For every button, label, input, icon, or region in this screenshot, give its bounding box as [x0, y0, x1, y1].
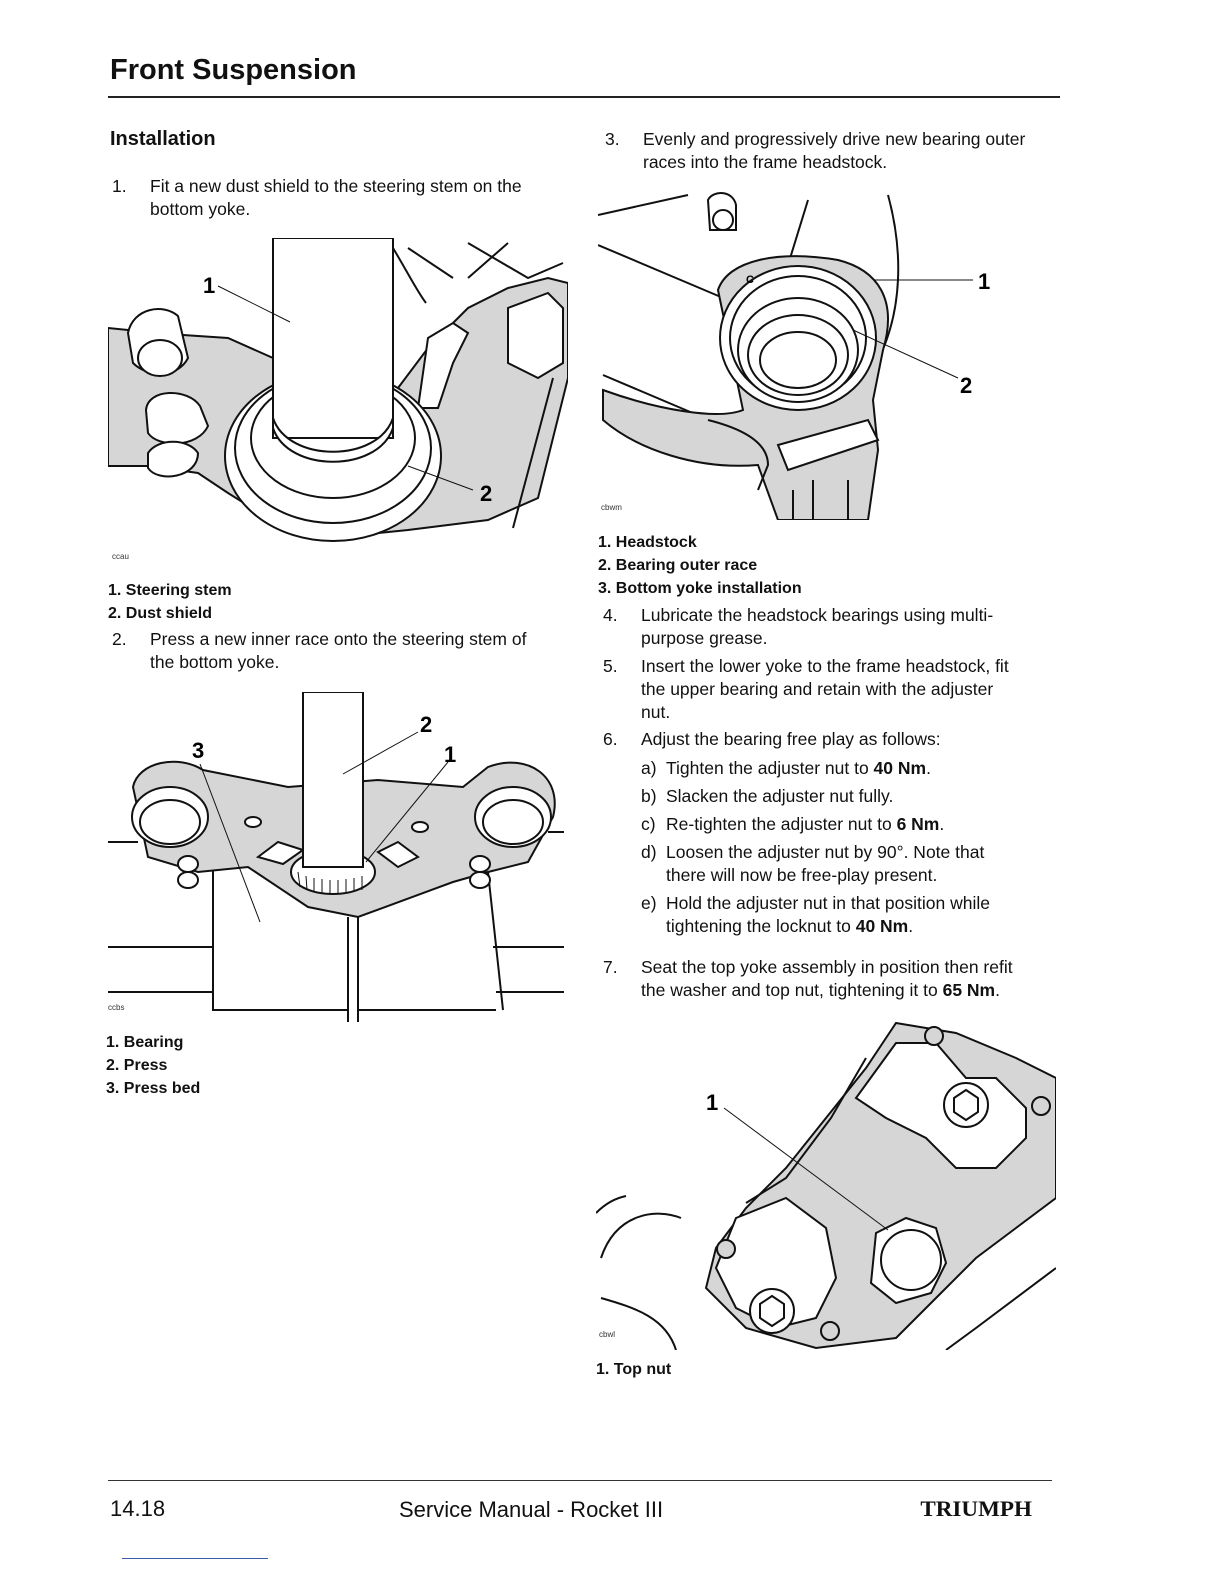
figure-top-nut: 1 — [596, 1021, 1056, 1350]
step-text-line: Seat the top yoke assembly in position t… — [641, 957, 1013, 977]
brand-logo: TRIUMPH — [920, 1496, 1032, 1521]
substep-letter: c) — [641, 814, 656, 834]
torque-value: 65 Nm — [942, 980, 996, 1000]
legend-item: 1. Headstock — [598, 534, 697, 551]
substep-e: e) Hold the adjuster nut in that positio… — [641, 892, 1061, 942]
substep-text: tightening the locknut to 40 Nm. — [666, 916, 914, 936]
legend-item: 3. Bottom yoke installation — [598, 580, 802, 597]
figure-callout: 1 — [444, 742, 456, 767]
step-4: 4. Lubricate the headstock bearings usin… — [603, 604, 1063, 654]
figure-callout: 1 — [203, 273, 215, 298]
step-3: 3. Evenly and progressively drive new be… — [605, 128, 1065, 178]
step-2: 2. Press a new inner race onto the steer… — [112, 628, 572, 678]
substep-b: b) Slacken the adjuster nut fully. — [641, 785, 1061, 811]
substep-text: Hold the adjuster nut in that position w… — [666, 893, 990, 913]
step-number: 1. — [112, 176, 127, 196]
step-text-line: bottom yoke. — [150, 199, 251, 219]
legend-item: 2. Bearing outer race — [598, 557, 758, 574]
page-edge-line — [122, 1558, 268, 1559]
figure-callout: 2 — [420, 712, 432, 737]
step-number: 5. — [603, 656, 618, 676]
legend-item: 1. Top nut — [596, 1361, 672, 1378]
substep-letter: e) — [641, 893, 657, 913]
step-text-line: purpose grease. — [641, 628, 768, 648]
step-text-line: Evenly and progressively drive new beari… — [643, 129, 1026, 149]
substep-text: Slacken the adjuster nut fully. — [666, 786, 894, 806]
figure-legend: 1. Bearing 2. Press 3. Press bed — [106, 1031, 200, 1100]
figure-code: cbwl — [599, 1330, 616, 1339]
substep-text: Loosen the adjuster nut by 90°. Note tha… — [666, 842, 985, 862]
step-text-line: Adjust the bearing free play as follows: — [641, 729, 941, 749]
step-number: 7. — [603, 957, 618, 977]
substep-text: there will now be free-play present. — [666, 865, 938, 885]
legend-item: 2. Dust shield — [108, 605, 213, 622]
step-text-line: Lubricate the headstock bearings using m… — [641, 605, 994, 625]
legend-item: 2. Press — [106, 1057, 168, 1074]
section-heading: Installation — [110, 128, 216, 150]
figure-legend: 1. Top nut — [596, 1358, 671, 1381]
figure-callout: 2 — [480, 481, 492, 506]
figure-callout: 2 — [960, 373, 972, 398]
step-text-line: Press a new inner race onto the steering… — [150, 629, 527, 649]
figure-press-bearing: 3 2 1 — [108, 692, 564, 1022]
step-5: 5. Insert the lower yoke to the frame he… — [603, 655, 1063, 727]
substep-letter: d) — [641, 842, 657, 862]
step-6: 6. Adjust the bearing free play as follo… — [603, 728, 1063, 754]
substep-d: d) Loosen the adjuster nut by 90°. Note … — [641, 841, 1061, 891]
step-number: 2. — [112, 629, 127, 649]
page-number: 14.18 — [110, 1496, 166, 1521]
torque-value: 40 Nm — [855, 916, 909, 936]
substep-c: c) Re-tighten the adjuster nut to 6 Nm. — [641, 813, 1061, 839]
figure-code: ccbs — [108, 1003, 125, 1012]
legend-item: 1. Bearing — [106, 1034, 184, 1051]
substep-text: Re-tighten the adjuster nut to 6 Nm. — [666, 814, 945, 834]
substep-a: a) Tighten the adjuster nut to 40 Nm. — [641, 757, 1061, 783]
footer-title: Service Manual - Rocket III — [399, 1497, 664, 1522]
step-text-line: Insert the lower yoke to the frame heads… — [641, 656, 1009, 676]
figure-code: ccau — [112, 552, 129, 561]
legend-item: 1. Steering stem — [108, 582, 232, 599]
step-text-line: races into the frame headstock. — [643, 152, 888, 172]
figure-callout: 1 — [978, 269, 990, 294]
torque-value: 6 Nm — [896, 814, 940, 834]
figure-mark: C — [746, 274, 754, 286]
torque-value: 40 Nm — [873, 758, 927, 778]
step-text-line: the upper bearing and retain with the ad… — [641, 679, 994, 699]
figure-legend: 1. Steering stem 2. Dust shield — [108, 579, 232, 625]
title-divider — [108, 96, 1060, 98]
figure-callout: 3 — [192, 738, 204, 763]
substep-text: Tighten the adjuster nut to 40 Nm. — [666, 758, 931, 778]
legend-item: 3. Press bed — [106, 1080, 201, 1097]
figure-legend: 1. Headstock 2. Bearing outer race 3. Bo… — [598, 531, 802, 600]
step-text-line: nut. — [641, 702, 671, 722]
step-text-line: Fit a new dust shield to the steering st… — [150, 176, 522, 196]
step-number: 6. — [603, 729, 618, 749]
figure-dust-shield: 1 2 — [108, 238, 568, 542]
figure-callout: 1 — [706, 1090, 718, 1115]
figure-code: cbwm — [601, 503, 622, 512]
page-title: Front Suspension — [110, 54, 357, 86]
figure-headstock-race: C 1 2 — [598, 192, 990, 520]
step-1: 1. Fit a new dust shield to the steering… — [112, 175, 572, 225]
step-number: 3. — [605, 129, 620, 149]
step-number: 4. — [603, 605, 618, 625]
footer-divider — [108, 1480, 1052, 1481]
step-7: 7. Seat the top yoke assembly in positio… — [603, 956, 1063, 1006]
substep-letter: a) — [641, 758, 657, 778]
substep-letter: b) — [641, 786, 657, 806]
step-text-line: the bottom yoke. — [150, 652, 280, 672]
step-text-line: the washer and top nut, tightening it to… — [641, 980, 1000, 1000]
